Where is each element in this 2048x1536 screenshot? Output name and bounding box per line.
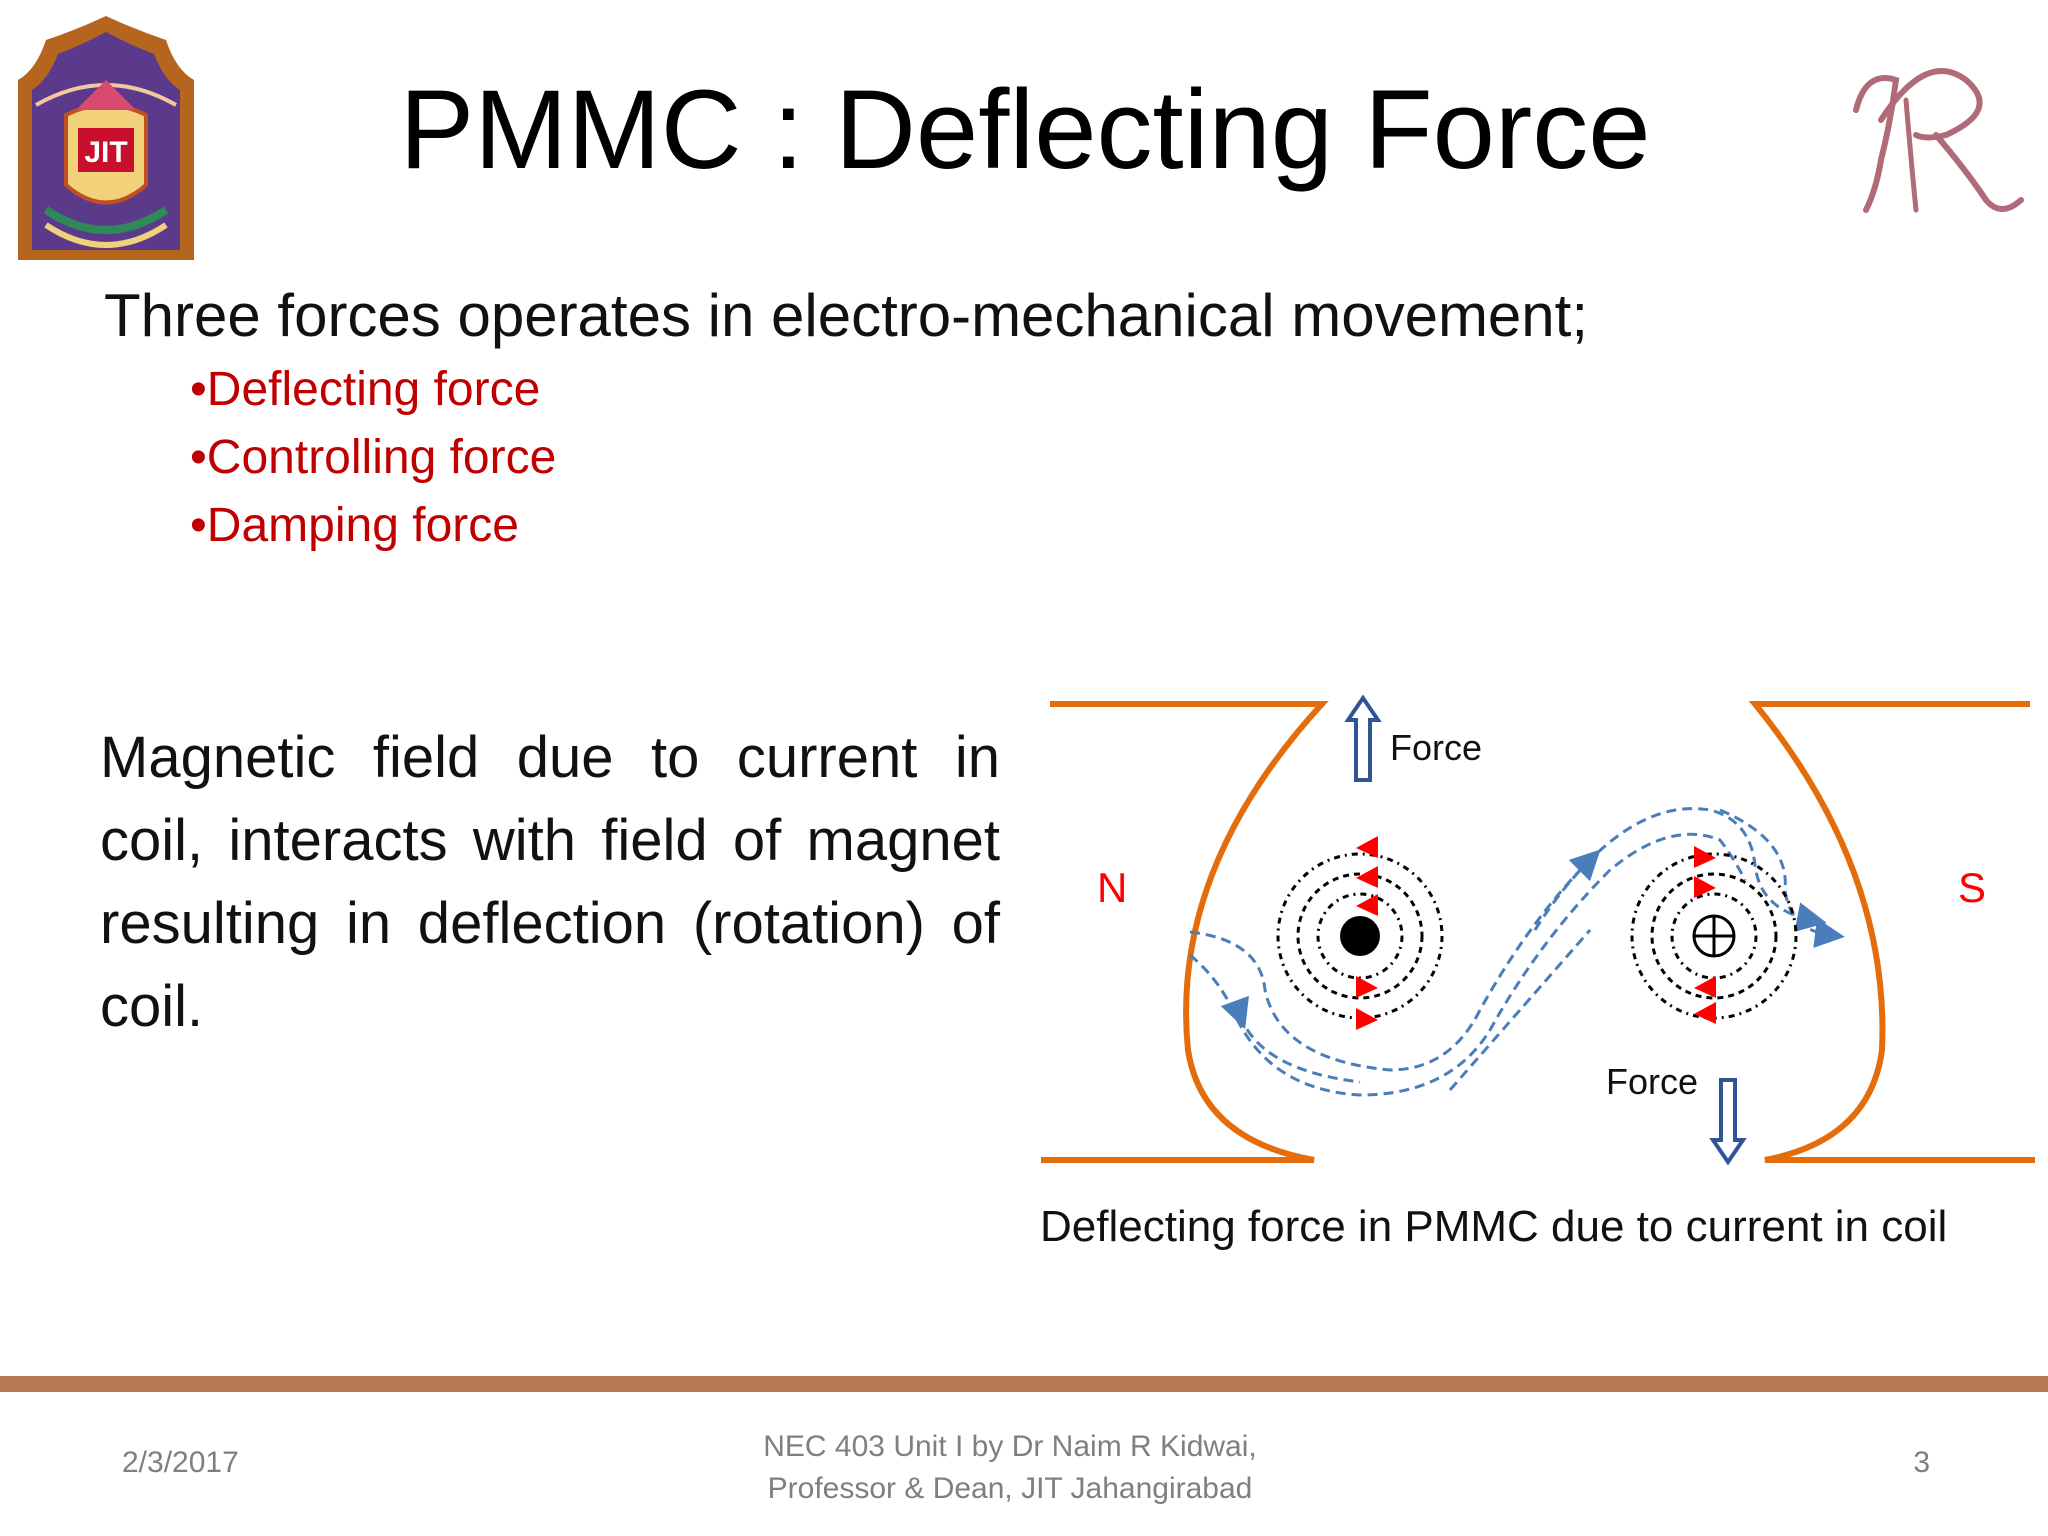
list-item-deflecting-force: •Deflecting force (190, 363, 541, 416)
footer-divider (0, 1376, 2048, 1392)
pmmc-diagram-svg: N S (1041, 694, 2035, 1166)
force-top-label: Force (1390, 727, 1482, 768)
south-pole-piece (1748, 701, 2035, 1163)
description-text: Magnetic field due to current in coil, i… (100, 725, 1000, 1039)
monogram-graphic (1853, 68, 2024, 213)
force-bottom-label: Force (1606, 1061, 1698, 1102)
footer-date: 2/3/2017 (122, 1446, 239, 1479)
north-pole-piece (1041, 701, 1329, 1163)
magnetic-field-lines (1189, 807, 1845, 1097)
flux-direction-markers (1356, 836, 1716, 1030)
footer-page-number: 3 (1913, 1446, 1930, 1479)
footer-credit: NEC 403 Unit I by Dr Naim R Kidwai, Prof… (700, 1426, 1320, 1510)
footer-credit-line2: Professor & Dean, JIT Jahangirabad (767, 1472, 1253, 1505)
force-down-arrow-icon (1709, 1078, 1747, 1166)
list-item-damping-force: •Damping force (190, 499, 519, 552)
intro-text: Three forces operates in electro-mechani… (104, 282, 1589, 349)
slide-title: PMMC : Deflecting Force (399, 67, 1651, 192)
pmmc-diagram: N S (1030, 690, 2040, 1200)
south-pole-label: S (1958, 864, 1986, 911)
force-up-arrow-icon (1344, 694, 1382, 782)
institute-logo: JIT (6, 10, 206, 260)
current-out-dot-icon (1340, 916, 1380, 956)
institute-logo-graphic: JIT (18, 16, 194, 260)
author-monogram-logo (1836, 40, 2036, 230)
institute-logo-text: JIT (84, 136, 127, 169)
footer-credit-line1: NEC 403 Unit I by Dr Naim R Kidwai, (763, 1430, 1257, 1463)
force-list: •Deflecting force •Controlling force •Da… (190, 356, 556, 560)
list-item-controlling-force: •Controlling force (190, 431, 557, 484)
diagram-caption: Deflecting force in PMMC due to current … (1040, 1202, 1948, 1251)
north-pole-label: N (1097, 864, 1127, 911)
